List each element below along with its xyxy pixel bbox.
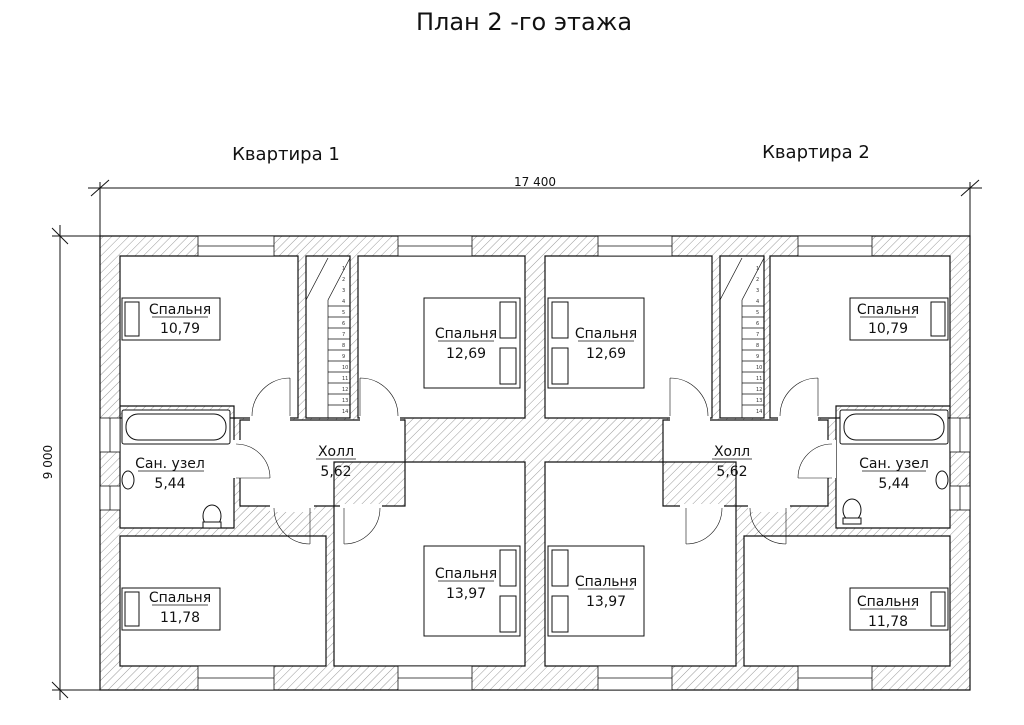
stair-step-number: 12 [342, 387, 348, 393]
room-label: Спальня 11,78 [857, 594, 919, 630]
stair-step-number: 12 [756, 387, 762, 393]
room-area: 10,79 [868, 321, 908, 337]
stair-step-number: 5 [342, 310, 345, 316]
room-name: Спальня [435, 326, 497, 342]
room-area: 13,97 [446, 586, 486, 602]
room-label: Холл 5,62 [712, 444, 752, 480]
stair-step-number: 1 [342, 266, 345, 272]
apartment-1-label: Квартира 1 [232, 144, 340, 165]
stair-step-number: 6 [342, 321, 345, 327]
beds [121, 297, 949, 637]
height-dimension [51, 225, 100, 700]
room-label: Спальня 10,79 [149, 302, 211, 337]
stair-step-number: 3 [756, 288, 759, 294]
room-name: Спальня [575, 574, 637, 590]
room-area: 12,69 [446, 346, 486, 362]
room-area: 5,44 [878, 476, 909, 492]
door-swings [235, 377, 833, 545]
room-name: Спальня [435, 566, 497, 582]
room-name: Холл [714, 444, 750, 460]
stair-step-number: 14 [342, 409, 348, 415]
room-label: Спальня 13,97 [575, 574, 637, 610]
room-name: Спальня [857, 302, 919, 318]
stair-step-number: 1 [756, 266, 759, 272]
apartment-2-label: Квартира 2 [762, 142, 870, 163]
stair-step-number: 11 [756, 376, 762, 382]
stair-step-number: 3 [342, 288, 345, 294]
walls [99, 235, 971, 691]
stair-step-number: 11 [342, 376, 348, 382]
stair-step-number: 10 [342, 365, 348, 371]
plan-title: План 2 -го этажа [416, 8, 632, 36]
room-label: Сан. узел 5,44 [135, 456, 205, 492]
room-area: 11,78 [868, 614, 908, 630]
stair-step-number: 8 [756, 343, 759, 349]
room-name: Спальня [857, 594, 919, 610]
width-dimension [88, 179, 982, 240]
room-name: Сан. узел [859, 456, 929, 472]
height-dimension-value: 9 000 [41, 445, 55, 479]
stair-step-number: 9 [342, 354, 345, 360]
windows [99, 235, 971, 691]
room-label: Спальня 11,78 [149, 590, 211, 626]
room-label: Сан. узел 5,44 [859, 456, 929, 492]
room-name: Холл [318, 444, 354, 460]
stair-step-number: 4 [756, 299, 759, 305]
room-area: 12,69 [586, 346, 626, 362]
stair-step-number: 8 [342, 343, 345, 349]
room-area: 5,62 [320, 464, 351, 480]
stair-step-number: 2 [756, 277, 759, 283]
width-dimension-value: 17 400 [514, 175, 556, 189]
stair-step-number: 7 [756, 332, 759, 338]
room-label: Спальня 12,69 [575, 326, 637, 362]
door-openings [232, 414, 836, 512]
room-area: 5,44 [154, 476, 185, 492]
room-area: 10,79 [160, 321, 200, 337]
room-name: Спальня [149, 590, 211, 606]
room-label: Холл 5,62 [316, 444, 356, 480]
room-name: Спальня [575, 326, 637, 342]
stair-step-number: 5 [756, 310, 759, 316]
room-area: 11,78 [160, 610, 200, 626]
stair-step-number: 9 [756, 354, 759, 360]
stair-step-number: 7 [342, 332, 345, 338]
room-name: Спальня [149, 302, 211, 318]
stair-step-number: 6 [756, 321, 759, 327]
room-label: Спальня 10,79 [857, 302, 919, 337]
stair-step-number: 14 [756, 409, 762, 415]
stair-step-number: 13 [342, 398, 348, 404]
stair-step-number: 2 [342, 277, 345, 283]
room-area: 5,62 [716, 464, 747, 480]
room-label: Спальня 12,69 [435, 326, 497, 362]
stair-step-number: 10 [756, 365, 762, 371]
room-area: 13,97 [586, 594, 626, 610]
stair-step-number: 4 [342, 299, 345, 305]
bathroom-fixtures [121, 409, 949, 529]
room-label: Спальня 13,97 [435, 566, 497, 602]
stair-step-number: 13 [756, 398, 762, 404]
room-name: Сан. узел [135, 456, 205, 472]
